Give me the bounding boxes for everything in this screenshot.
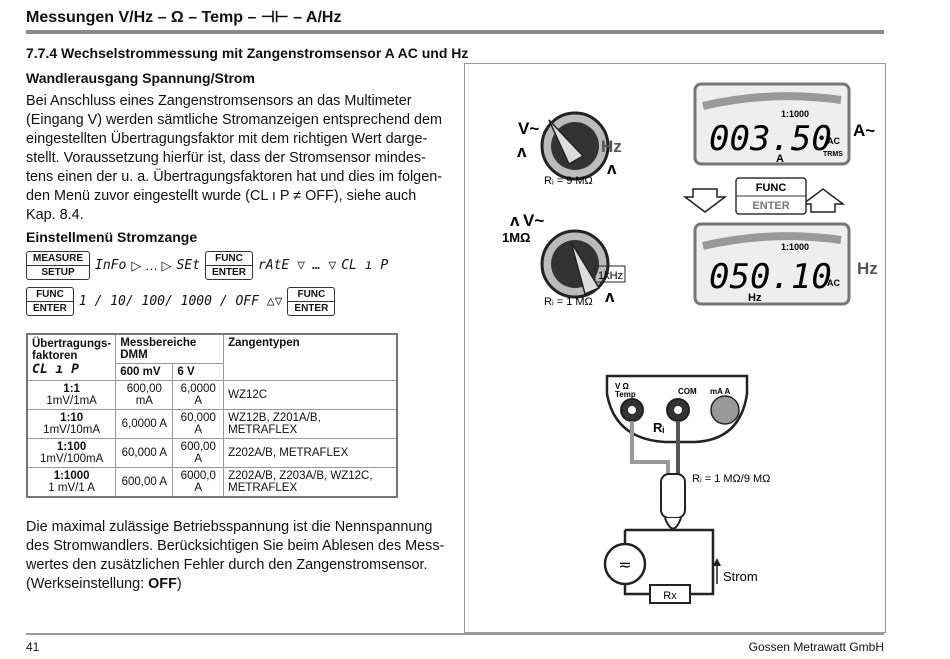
rotary-switch-1[interactable]: V~ ᴧ Hz ᴧ Rᵢ = 9 MΩ (517, 111, 622, 187)
body-paragraph: Bei Anschluss eines Zangenstromsensors a… (26, 93, 442, 223)
strom-label: Strom (723, 569, 758, 584)
svg-text:Rᵢ: Rᵢ (653, 420, 664, 435)
wire-v (630, 421, 670, 474)
display1-ratio: 1:1000 (781, 109, 809, 119)
header-rule (26, 30, 884, 34)
rotary-switch-2[interactable]: ᴧ V~ 1MΩ 1kHz Rᵢ = 1 MΩ ᴧ (502, 211, 626, 308)
display1-ac: AC (827, 136, 840, 146)
svg-text:Temp: Temp (615, 390, 636, 399)
display2-value: 050.10 (709, 257, 832, 297)
switch2-v-label: V~ (523, 211, 544, 230)
lcd-display-1: 1:1000 003.50 A AC TRMS A~ (693, 82, 875, 166)
factor-options: 1 / 10/ 100/ 1000 / OFF △▽ (78, 294, 283, 309)
page-number: 41 (26, 640, 40, 654)
rx-label: Rx (663, 590, 677, 602)
display1-unit: A (776, 153, 784, 165)
menu-row-1: MEASURE SETUP InFo ▷ … ▷ SEt FUNC ENTER … (26, 251, 388, 280)
rate-label: rAtE ▽ … ▽ (257, 258, 337, 273)
svg-text:FUNC: FUNC (756, 182, 787, 194)
svg-text:COM: COM (678, 387, 697, 396)
th-ranges: Messbereiche DMM (115, 333, 225, 364)
func-enter-key[interactable]: FUNC ENTER (287, 287, 336, 316)
clamp-sensor (660, 473, 686, 530)
lcd-display-2: 1:1000 050.10 Hz AC Hz (693, 222, 878, 306)
arrow-down-icon (682, 188, 728, 213)
measure-setup-key[interactable]: MEASURE SETUP (26, 251, 91, 280)
display2-ac: AC (827, 278, 840, 288)
svg-text:ENTER: ENTER (752, 200, 789, 212)
figure-panel: V~ ᴧ Hz ᴧ Rᵢ = 9 MΩ ᴧ V~ 1MΩ 1kHz Rᵢ = 1… (464, 63, 886, 633)
info-label: InFo (95, 258, 127, 273)
th-factor: Übertragungs- faktoren CL ı P (26, 333, 117, 381)
clamp-icon: ᴧ (605, 287, 615, 306)
set-label: SEt (176, 258, 201, 273)
jack-panel: V Ω Temp COM mA A Rᵢ (605, 374, 749, 444)
subsection-title: Wandlerausgang Spannung/Strom (26, 70, 255, 86)
display2-side: Hz (857, 259, 878, 278)
ri-label: Rᵢ = 1 MΩ/9 MΩ (692, 473, 770, 485)
th-types: Zangentypen (223, 333, 398, 381)
circuit: ≂ Rx Strom (603, 528, 758, 604)
jack-a[interactable] (710, 395, 740, 425)
switch1-hz-label: Hz (601, 137, 622, 156)
display1-side: A~ (853, 121, 875, 140)
clip-label: CL ı P (341, 258, 389, 273)
switch1-v-label: V~ (518, 119, 539, 138)
company-name: Gossen Metrawatt GmbH (748, 640, 884, 654)
clamp-icon: ᴧ (510, 211, 520, 230)
arrow-right: ▷ … ▷ (131, 257, 172, 273)
display2-ratio: 1:1000 (781, 242, 809, 252)
page-header-title: Messungen V/Hz – Ω – Temp – ⊣⊢ – A/Hz (26, 9, 342, 26)
factory-setting: (Werkseinstellung: OFF) (26, 576, 182, 592)
switch2-mohm-label: 1MΩ (502, 230, 530, 245)
arrow-up-icon (800, 188, 846, 213)
svg-text:V Ω: V Ω (615, 382, 630, 391)
figure-func-key[interactable]: FUNC ENTER (735, 177, 807, 215)
display1-trms: TRMS (823, 151, 843, 158)
after-paragraph: Die maximal zulässige Betriebsspannung i… (26, 519, 445, 573)
factor-table: Übertragungs- faktoren CL ı P Messbereic… (26, 333, 398, 498)
switch1-ri: Rᵢ = 9 MΩ (544, 175, 593, 187)
th-600mv: 600 mV (115, 363, 174, 381)
svg-text:≂: ≂ (618, 557, 631, 574)
switch2-ri: Rᵢ = 1 MΩ (544, 296, 593, 308)
menu-row-2: FUNC ENTER 1 / 10/ 100/ 1000 / OFF △▽ FU… (26, 287, 336, 316)
func-enter-key[interactable]: FUNC ENTER (205, 251, 253, 280)
func-enter-key[interactable]: FUNC ENTER (26, 287, 74, 316)
switch2-khz-label: 1kHz (598, 270, 623, 282)
section-title: 7.7.4 Wechselstrommessung mit Zangenstro… (26, 45, 469, 61)
menu-title: Einstellmenü Stromzange (26, 229, 198, 245)
footer-rule (26, 633, 884, 635)
th-6v: 6 V (172, 363, 225, 381)
clamp-icon: ᴧ (607, 159, 617, 178)
clamp-icon: ᴧ (517, 142, 527, 161)
display2-unit: Hz (748, 292, 762, 304)
display1-value: 003.50 (709, 119, 832, 159)
svg-text:mA A: mA A (710, 387, 731, 396)
